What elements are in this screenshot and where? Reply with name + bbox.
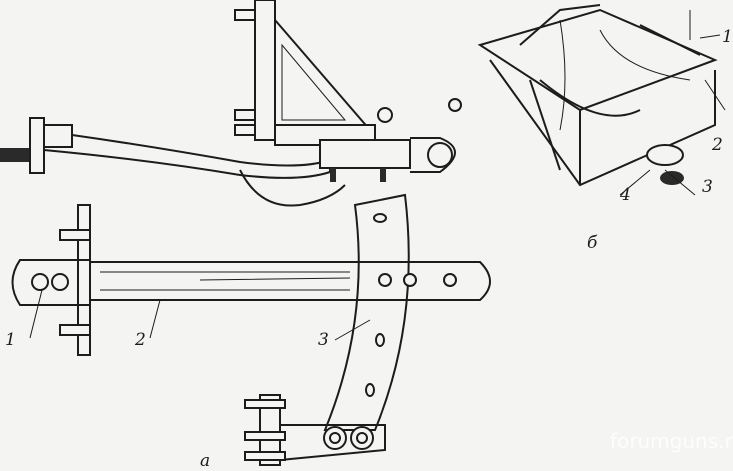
- plan-view-drawbar: [11, 193, 491, 466]
- callout-b-1: 1: [722, 27, 733, 47]
- perspective-view-hitch: [477, 4, 726, 196]
- callout-a-3: 3: [318, 330, 329, 350]
- callout-b-3: 3: [702, 177, 713, 197]
- watermark: forumguns.ru: [610, 429, 733, 453]
- side-view-drawbar: [0, 0, 462, 207]
- callout-a-1: 1: [5, 330, 16, 350]
- callout-b-4: 4: [619, 185, 631, 205]
- view-b-label: б: [587, 233, 598, 253]
- view-a-label: а: [200, 451, 210, 471]
- callout-b-2: 2: [711, 135, 723, 155]
- callout-a-2: 2: [134, 330, 146, 350]
